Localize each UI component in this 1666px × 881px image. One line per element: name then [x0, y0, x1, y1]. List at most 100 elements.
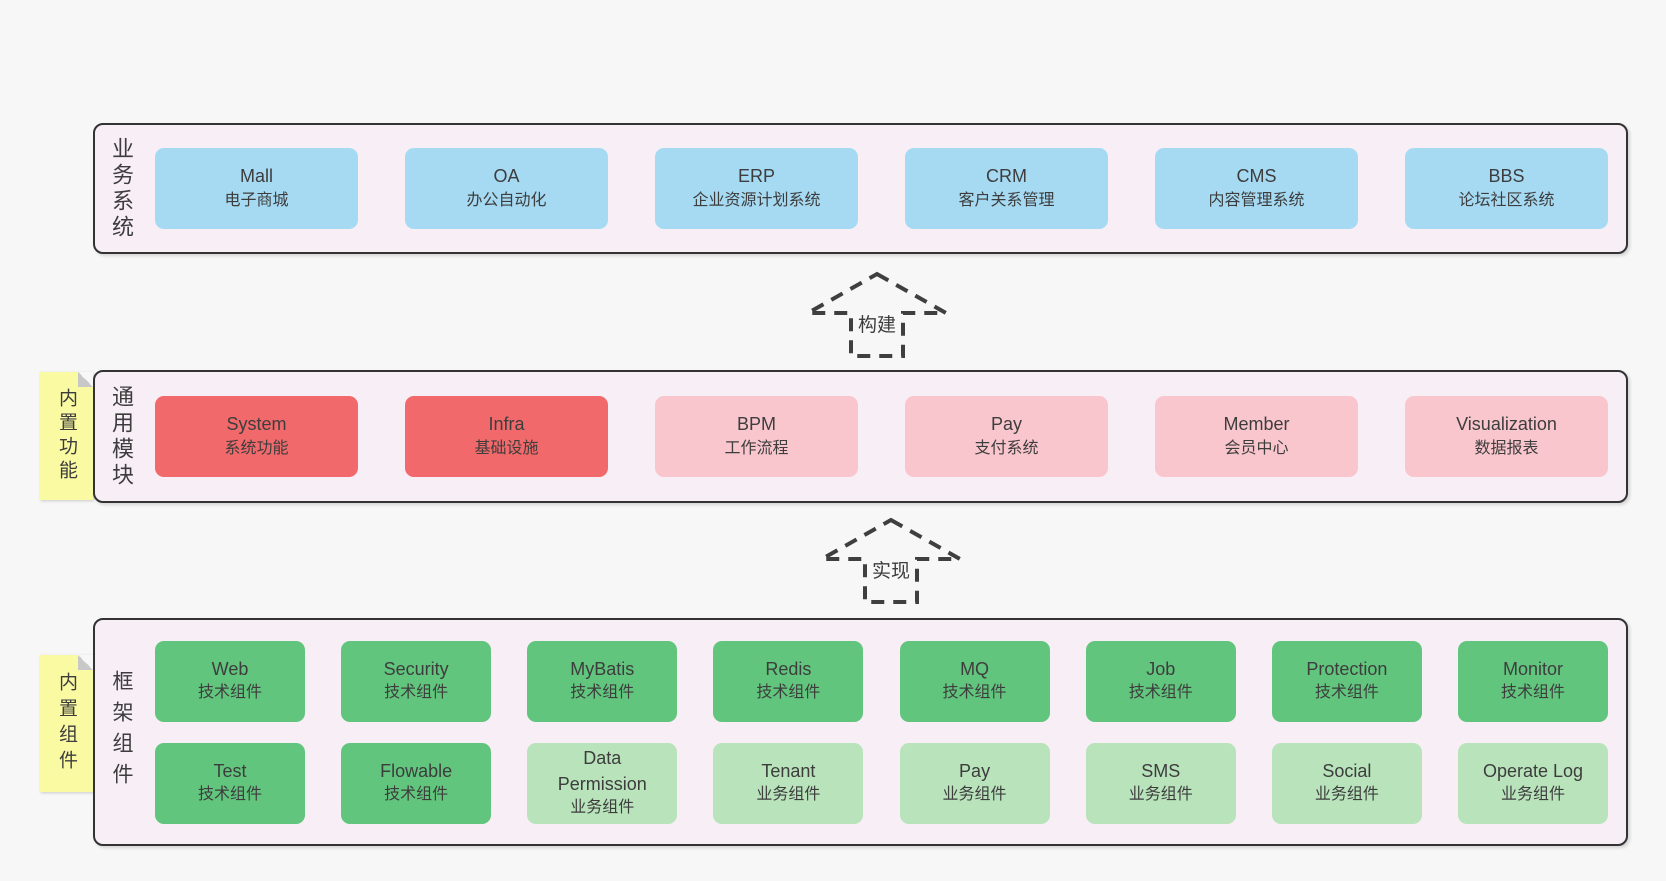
box-tenant: Tenant 业务组件: [713, 742, 864, 824]
box-title: Test: [213, 760, 247, 781]
box-subtitle: 技术组件: [197, 684, 262, 702]
box-mall: Mall 电子商城: [155, 148, 358, 229]
box-title: BPM: [736, 414, 776, 435]
box-subtitle: 基础设施: [474, 439, 539, 457]
box-subtitle: 技术组件: [1314, 684, 1379, 702]
box-security: Security 技术组件: [341, 640, 492, 722]
box-web: Web 技术组件: [155, 640, 305, 722]
box-subtitle: 企业资源计划系统: [692, 191, 821, 209]
box-subtitle: 技术组件: [1128, 684, 1193, 702]
box-subtitle: 技术组件: [384, 684, 449, 702]
box-erp: ERP 企业资源计划系统: [655, 148, 858, 229]
layer-side-label: 业务系统: [109, 136, 134, 241]
box-title: MQ: [960, 658, 990, 679]
box-subtitle: 技术组件: [1500, 684, 1565, 702]
box-mq: MQ 技术组件: [899, 640, 1050, 722]
box-job: Job 技术组件: [1085, 640, 1236, 722]
layer-side-label: 框架组件: [110, 670, 133, 794]
box-title: Job: [1146, 658, 1176, 679]
box-protection: Protection 技术组件: [1271, 640, 1422, 722]
box-title: Infra: [488, 414, 525, 435]
box-cms: CMS 内容管理系统: [1155, 148, 1358, 229]
layer-box-rows: Mall 电子商城 OA 办公自动化 ERP 企业资源计划系统 CRM 客户关系管理 CMS 内容…: [155, 125, 1608, 252]
box-subtitle: 支付系统: [974, 439, 1039, 457]
box-oa: OA 办公自动化: [405, 148, 608, 229]
box-subtitle: 论坛社区系统: [1458, 191, 1555, 209]
box-subtitle: 业务组件: [1128, 786, 1193, 804]
layer-box-rows: System 系统功能 Infra 基础设施 BPM 工作流程 Pay 支付系统 Member 会…: [155, 372, 1608, 501]
build-arrow-icon: 构建: [805, 271, 949, 359]
box-title: Flowable: [380, 760, 453, 781]
box-title: Redis: [765, 658, 812, 679]
box-subtitle: 业务组件: [1314, 786, 1379, 804]
box-redis: Redis 技术组件: [713, 640, 864, 722]
box-visualization: Visualization 数据报表: [1405, 396, 1608, 477]
box-title: OA: [493, 166, 520, 187]
implement-arrow-label: 实现: [868, 555, 914, 584]
box-pay: Pay 支付系统: [905, 396, 1108, 477]
box-subtitle: 内容管理系统: [1208, 191, 1305, 209]
box-bpm: BPM 工作流程: [655, 396, 858, 477]
box-social: Social 业务组件: [1271, 742, 1422, 824]
box-title: Monitor: [1502, 658, 1563, 679]
box-subtitle: 电子商城: [224, 191, 289, 209]
box-subtitle: 技术组件: [942, 684, 1007, 702]
box-title: Security: [383, 658, 449, 679]
box-subtitle: 办公自动化: [466, 191, 547, 209]
box-test: Test 技术组件: [155, 742, 305, 824]
box-operate-log: Operate Log 业务组件: [1457, 742, 1608, 824]
box-subtitle: 业务组件: [1500, 786, 1565, 804]
box-title: Mall: [239, 166, 273, 187]
box-title: Tenant: [761, 760, 816, 781]
box-data-permission: Data Permission 业务组件: [527, 742, 678, 824]
folded-corner-icon: [78, 655, 93, 670]
layer-side-label: 通用模块: [109, 384, 134, 489]
up-block-arrow-icon: [805, 271, 949, 358]
box-title: CRM: [986, 166, 1027, 187]
box-title: Pay: [990, 414, 1023, 435]
box-subtitle: 业务组件: [570, 799, 635, 817]
box-infra: Infra 基础设施: [405, 396, 608, 477]
box-title: CMS: [1236, 166, 1277, 187]
box-subtitle: 技术组件: [756, 684, 821, 702]
box-title: Visualization: [1456, 414, 1557, 435]
box-subtitle: 技术组件: [570, 684, 635, 702]
box-title: Data Permission: [557, 748, 647, 794]
box-subtitle: 技术组件: [197, 786, 262, 804]
box-title: MyBatis: [570, 658, 635, 679]
box-subtitle: 系统功能: [224, 439, 289, 457]
box-subtitle: 业务组件: [756, 786, 821, 804]
box-monitor: Monitor 技术组件: [1457, 640, 1608, 722]
box-member: Member 会员中心: [1155, 396, 1358, 477]
box-system: System 系统功能: [155, 396, 358, 477]
layer-business-systems: 业务系统 Mall 电子商城 OA 办公自动化 ERP 企业资源计划系统 CRM 客户关系管理…: [93, 123, 1628, 254]
box-subtitle: 工作流程: [724, 439, 789, 457]
box-title: ERP: [737, 166, 775, 187]
box-title: Social: [1322, 760, 1372, 781]
box-subtitle: 数据报表: [1474, 439, 1539, 457]
box-title: Protection: [1306, 658, 1388, 679]
box-row: System 系统功能 Infra 基础设施 BPM 工作流程 Pay 支付系统 Member 会…: [155, 396, 1608, 477]
box-subtitle: 技术组件: [384, 786, 449, 804]
box-title: System: [226, 414, 287, 435]
box-subtitle: 客户关系管理: [958, 191, 1055, 209]
box-flowable: Flowable 技术组件: [341, 742, 492, 824]
sticky-note-label: 内置功能: [56, 388, 77, 484]
folded-corner-icon: [78, 372, 93, 387]
sticky-note-builtin-features: 内置功能: [40, 372, 93, 500]
box-crm: CRM 客户关系管理: [905, 148, 1108, 229]
implement-arrow-icon: 实现: [819, 517, 963, 605]
box-subtitle: 会员中心: [1224, 439, 1289, 457]
box-title: Web: [211, 658, 249, 679]
sticky-note-label: 内置组件: [56, 671, 77, 776]
box-title: Member: [1223, 414, 1290, 435]
sticky-note-builtin-components: 内置组件: [40, 655, 93, 792]
box-title: Operate Log: [1482, 760, 1584, 781]
